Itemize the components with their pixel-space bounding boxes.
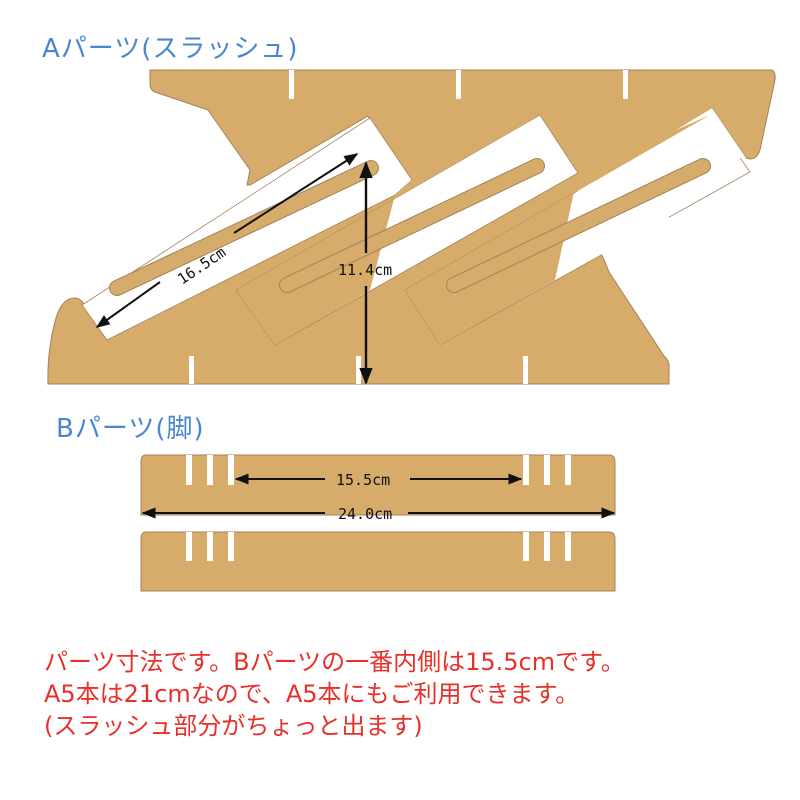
note-line-3: (スラッシュ部分がちょっと出ます): [44, 712, 423, 740]
b-inner-label: 15.5cm: [336, 471, 390, 489]
note-line-1: パーツ寸法です。Bパーツの一番内側は15.5cmです。: [44, 648, 625, 676]
b-total-label: 24.0cm: [338, 505, 392, 523]
part-a-shape: [47, 69, 776, 385]
a-height-label: 11.4cm: [338, 261, 392, 279]
dimension-b-inner: 15.5cm: [234, 471, 523, 489]
dimension-note: パーツ寸法です。Bパーツの一番内側は15.5cmです。 A5本は21cmなので、…: [44, 646, 625, 742]
dimension-b-total: 24.0cm: [141, 505, 616, 523]
part-b-leg-1: [140, 454, 616, 516]
part-b-leg-2: [140, 531, 616, 592]
part-a-title: Aパーツ(スラッシュ): [42, 34, 299, 64]
note-line-2: A5本は21cmなので、A5本にもご利用できます。: [44, 680, 580, 708]
dimension-a-height: 11.4cm: [338, 161, 392, 385]
part-b-title: Bパーツ(脚): [56, 414, 205, 444]
